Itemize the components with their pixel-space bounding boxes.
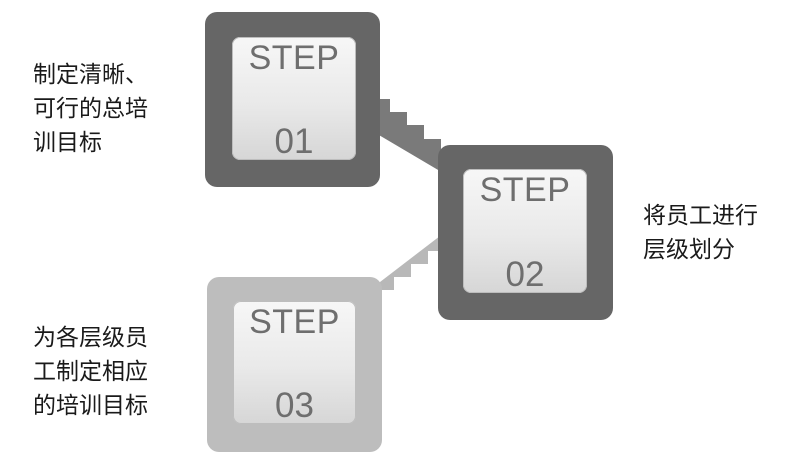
step-01-label: STEP bbox=[248, 39, 340, 77]
step-03-desc-line-1: 为各层级员 bbox=[33, 325, 148, 351]
step-02-desc-line-2: 层级划分 bbox=[643, 237, 735, 263]
step-02-desc-line-1: 将员工进行 bbox=[643, 203, 758, 229]
step-01-description: 制定清晰、 可行的总培 训目标 bbox=[33, 58, 148, 160]
step-03-tile: STEP 03 bbox=[233, 301, 356, 425]
step-02-number: 02 bbox=[505, 255, 545, 294]
step-02-tile: STEP 02 bbox=[463, 169, 587, 294]
step-03-desc-line-3: 的培训目标 bbox=[33, 393, 148, 419]
step-01-desc-line-1: 制定清晰、 bbox=[33, 62, 148, 88]
step-02-description: 将员工进行 层级划分 bbox=[643, 199, 758, 267]
step-03-number: 03 bbox=[275, 386, 314, 425]
step-03-label: STEP bbox=[249, 303, 340, 341]
step-02-label: STEP bbox=[479, 171, 571, 209]
step-01-number: 01 bbox=[274, 122, 314, 161]
step-03-desc-line-2: 工制定相应 bbox=[33, 359, 148, 385]
step-03-description: 为各层级员 工制定相应 的培训目标 bbox=[33, 321, 148, 423]
step-01-desc-line-2: 可行的总培 bbox=[33, 96, 148, 122]
step-01-tile: STEP 01 bbox=[232, 37, 356, 161]
step-01-desc-line-3: 训目标 bbox=[33, 130, 102, 156]
stairs-step2-to-step3 bbox=[360, 222, 462, 295]
